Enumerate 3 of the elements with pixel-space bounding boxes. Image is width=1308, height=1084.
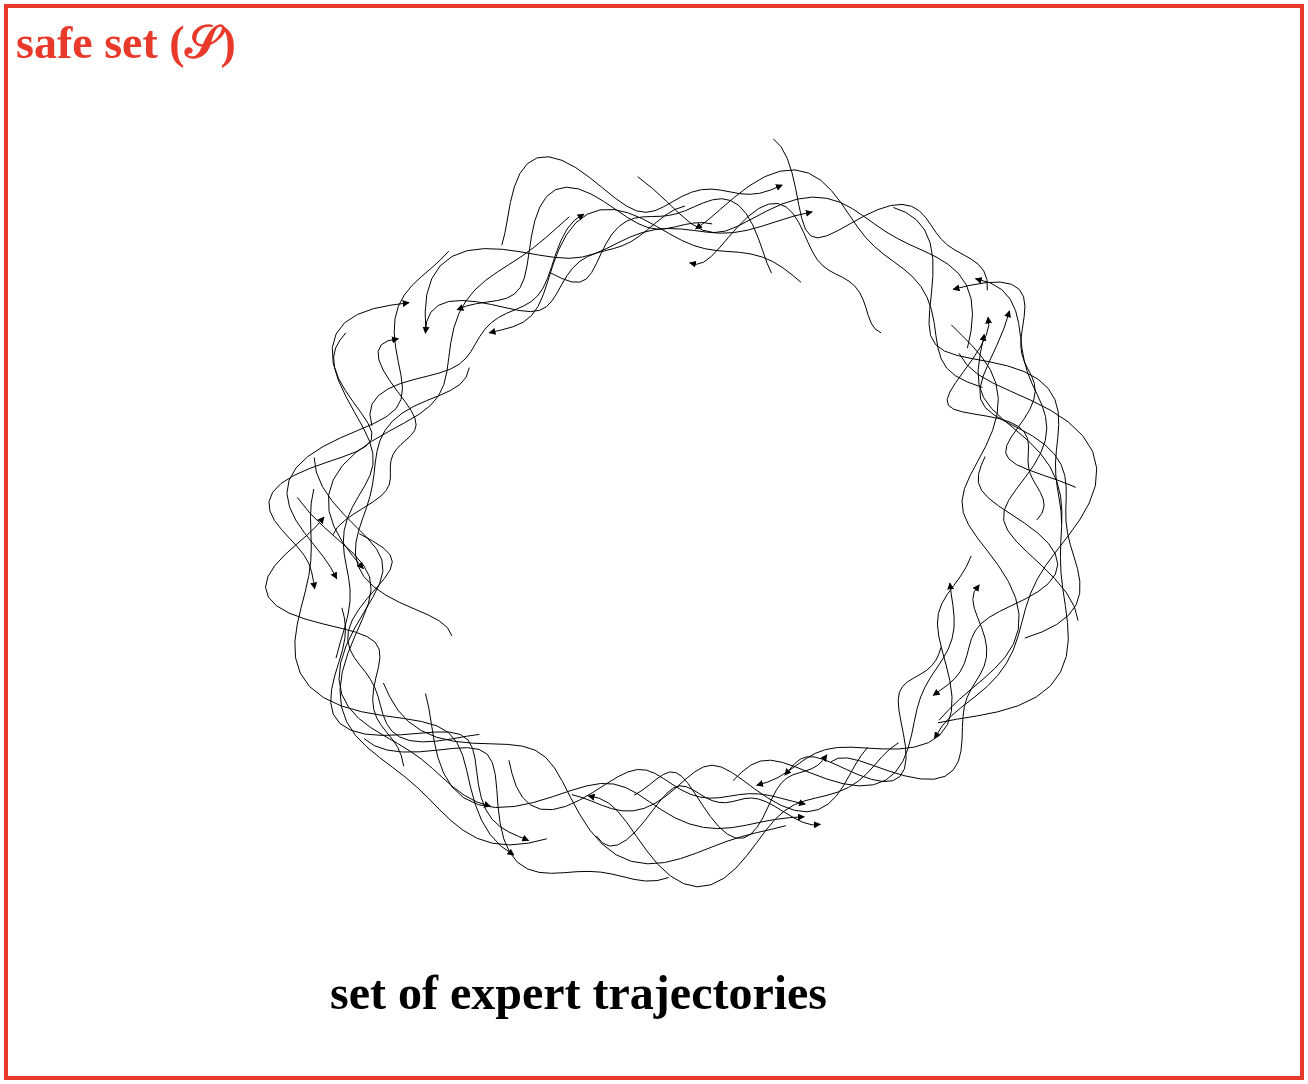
region-frame (4, 4, 1304, 1080)
region-title: safe set (𝒮) (16, 16, 236, 70)
caption-text: set of expert trajectories (330, 965, 828, 1020)
